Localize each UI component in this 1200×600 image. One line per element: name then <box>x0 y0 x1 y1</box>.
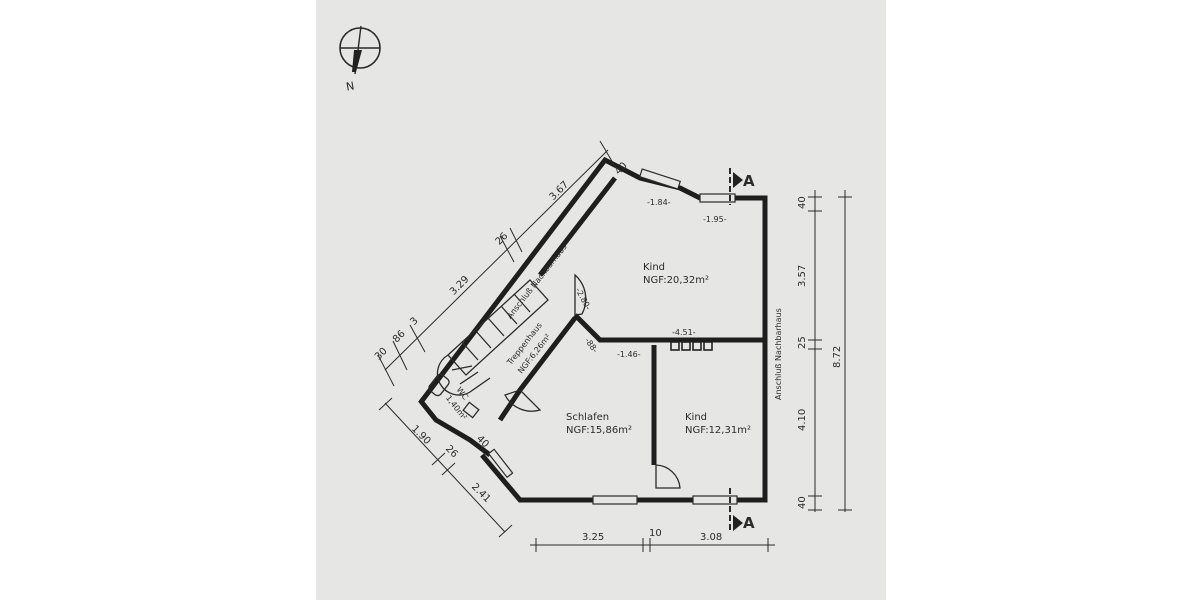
room-kind-top-niche: -1.95- <box>703 215 727 224</box>
dim-bottom-right: 3.08 <box>700 532 722 543</box>
dim-right-3: 4.10 <box>797 409 808 431</box>
wc-fixtures <box>428 373 480 419</box>
room-kind-bottom-name: Kind <box>685 412 707 423</box>
windows <box>487 168 738 505</box>
door-schlafen <box>504 389 542 412</box>
chimney-boxes <box>670 341 713 351</box>
dim-bottom-mid: 10 <box>649 528 662 539</box>
room-kind-top-area: NGF:20,32m² <box>643 275 709 286</box>
paper-sheet <box>316 0 886 600</box>
window-top-2 <box>699 193 736 203</box>
stairs <box>436 279 549 396</box>
window-top-1 <box>638 168 682 190</box>
doors <box>504 273 681 489</box>
dim-right-2: 25 <box>797 336 808 349</box>
door-kind-top <box>574 273 587 316</box>
label-neighbor-right: Anschluß Nachbarhaus <box>774 308 783 400</box>
north-label: N <box>345 79 355 93</box>
dim-right-1: 3.57 <box>797 265 808 287</box>
room-kind-top-width: -1.84- <box>647 198 671 207</box>
room-schlafen-name: Schlafen <box>566 412 609 423</box>
room-kind-top-inner: -4.51- <box>672 328 696 337</box>
section-marker-bottom-label: A <box>743 514 755 532</box>
dimension-right-total: 8.72 <box>832 190 852 512</box>
door-kind-bottom <box>655 464 681 489</box>
section-marker-top-label: A <box>743 172 755 190</box>
section-marker-top: A <box>729 168 755 205</box>
window-bottom-1 <box>592 495 638 505</box>
dim-right-4: 40 <box>797 496 808 509</box>
section-marker-bottom: A <box>729 488 755 532</box>
room-kind-top-name: Kind <box>643 262 665 273</box>
dim-right-0: 40 <box>797 196 808 209</box>
dim-right-total: 8.72 <box>832 346 843 368</box>
room-schlafen-door: -1.46- <box>617 350 641 359</box>
dim-bottom-left: 3.25 <box>582 532 604 543</box>
room-kind-bottom-area: NGF:12,31m² <box>685 425 751 436</box>
dimension-bottom: 3.25 10 3.08 <box>530 528 775 552</box>
north-arrow-icon: N <box>339 25 381 94</box>
room-schlafen-area: NGF:15,86m² <box>566 425 632 436</box>
window-bottom-2 <box>692 495 738 505</box>
dimension-right-inner: 40 3.57 25 4.10 40 <box>797 190 822 512</box>
window-diag <box>487 448 514 479</box>
